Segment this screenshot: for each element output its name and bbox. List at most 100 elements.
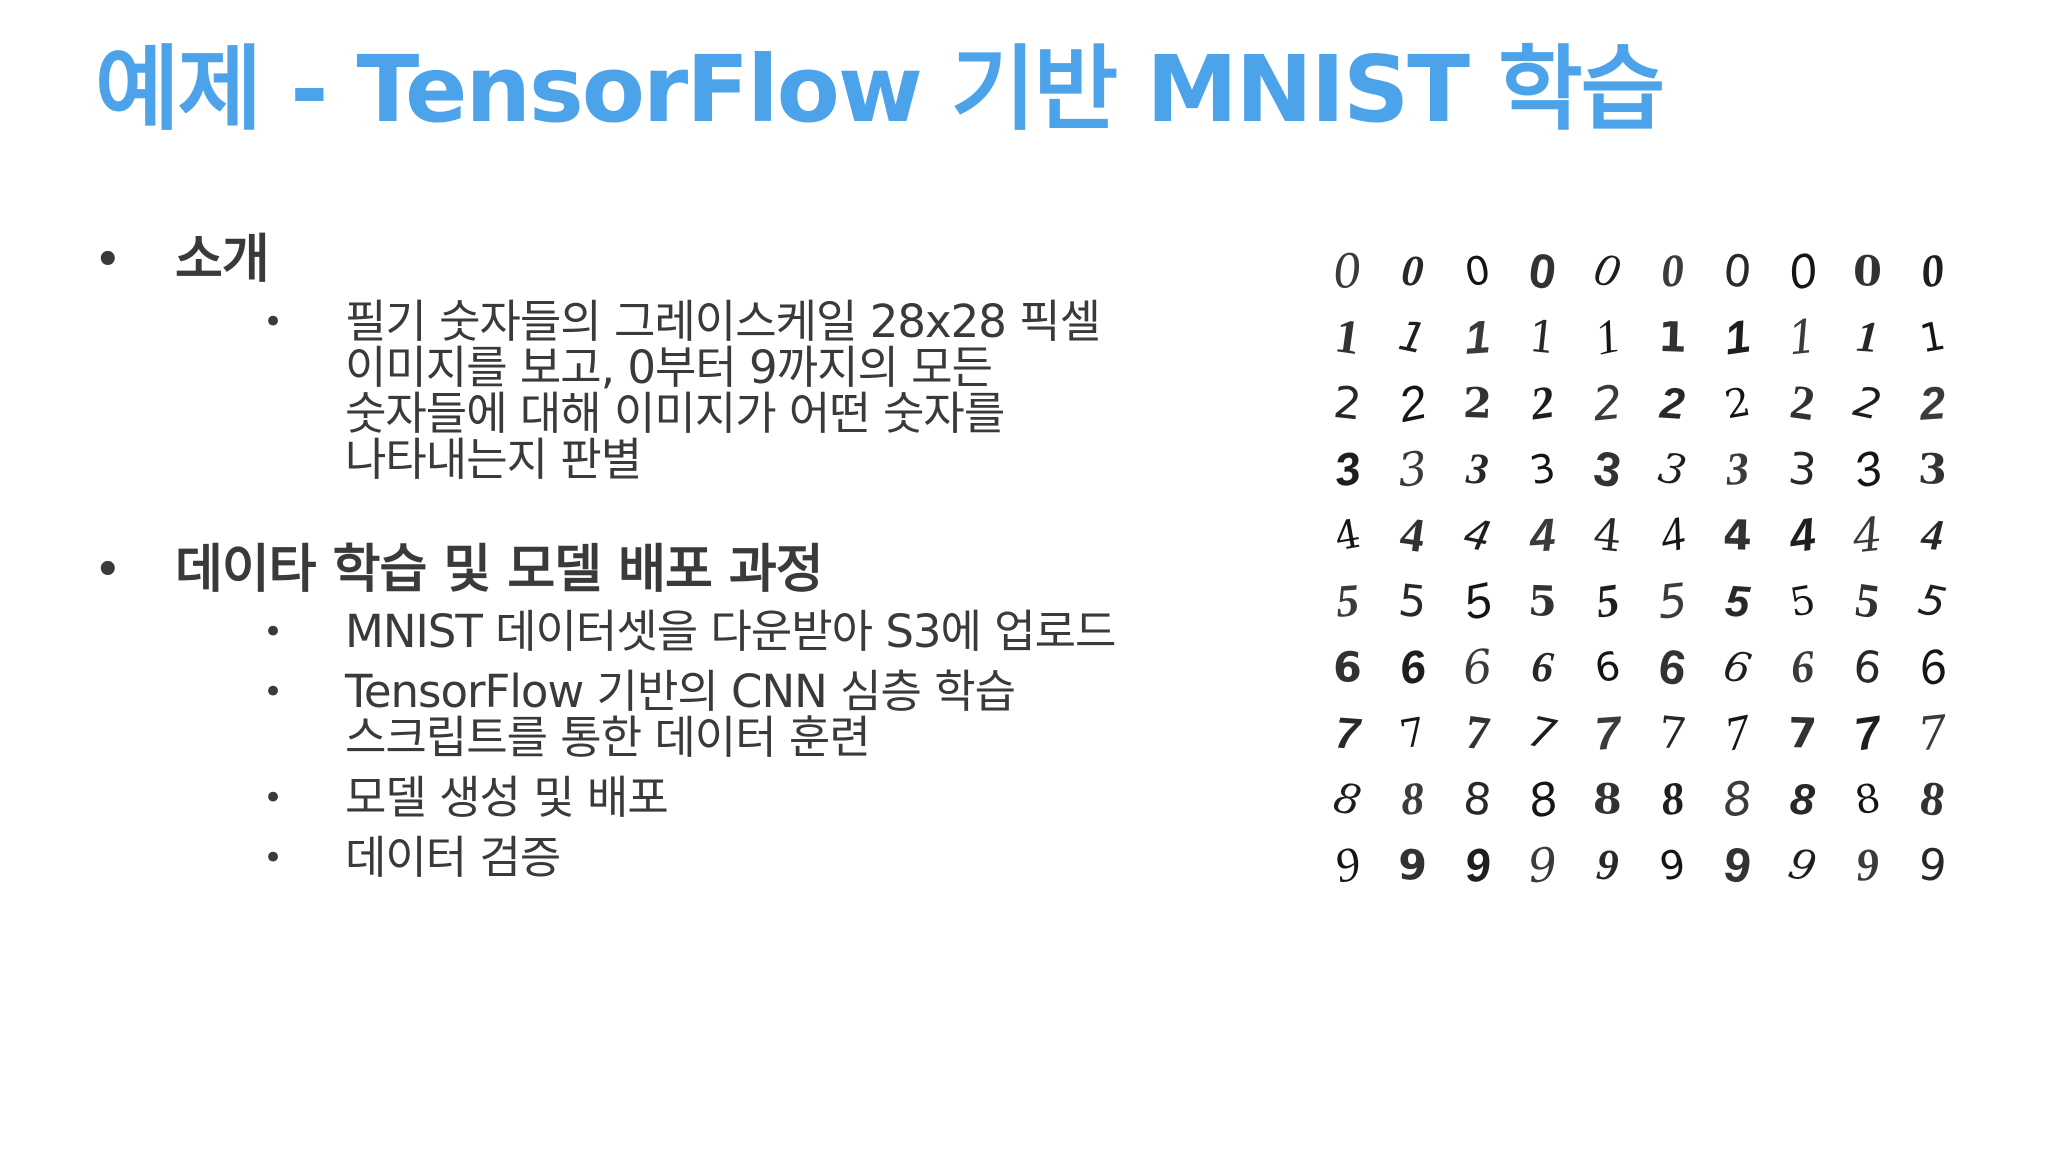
handwritten-digit: 1	[1785, 308, 1820, 366]
handwritten-digit: 9	[1397, 840, 1428, 890]
handwritten-digit: 2	[1330, 376, 1365, 430]
list-item-text: 필기 숫자들의 그레이스케일 28x28 픽셀 이미지를 보고, 0부터 9까지…	[345, 295, 1101, 486]
handwritten-digit: 3	[1464, 443, 1491, 494]
list-item: • 모델 생성 및 배포	[95, 775, 1225, 821]
section-process: • 데이타 학습 및 모델 배포 과정 • MNIST 데이터셋을 다운받아 S…	[95, 535, 1225, 881]
bullet-icon: •	[95, 547, 121, 593]
handwritten-digit: 0	[1330, 242, 1365, 300]
handwritten-digit: 6	[1913, 637, 1952, 697]
handwritten-digit: 9	[1784, 838, 1821, 892]
list-item-text: 모델 생성 및 배포	[345, 771, 669, 824]
bullet-icon: •	[95, 237, 121, 283]
handwritten-digit: 8	[1592, 774, 1623, 824]
handwritten-digit: 9	[1720, 836, 1755, 894]
handwritten-digit: 8	[1788, 773, 1817, 825]
slide-content: • 소개 • 필기 숫자들의 그레이스케일 28x28 픽셀 이미지를 보고, …	[95, 225, 1225, 921]
handwritten-digit: 8	[1851, 774, 1884, 824]
handwritten-digit: 8	[1720, 770, 1755, 828]
handwritten-digit: 4	[1655, 505, 1690, 564]
handwritten-digit: 5	[1395, 574, 1430, 628]
handwritten-digit: 1	[1916, 312, 1949, 362]
handwritten-digit: 6	[1332, 642, 1363, 692]
handwritten-digit: 4	[1527, 508, 1558, 562]
handwritten-digit: 6	[1460, 638, 1495, 696]
handwritten-digit: 2	[1527, 375, 1558, 430]
list-item-text: 데이터 검증	[345, 831, 561, 884]
handwritten-digit: 5	[1723, 575, 1752, 627]
bullet-icon: •	[263, 672, 283, 712]
handwritten-digit: 6	[1655, 638, 1690, 696]
handwritten-digit: 1	[1657, 312, 1688, 362]
handwritten-digit: 3	[1848, 439, 1887, 499]
list-item-text: MNIST 데이터셋을 다운받아 S3에 업로드	[345, 605, 1116, 658]
handwritten-digit: 6	[1850, 640, 1885, 694]
handwritten-digit: 1	[1590, 307, 1625, 366]
handwritten-digit: 7	[1461, 704, 1494, 761]
handwritten-digit: 0	[1783, 241, 1822, 301]
section-heading-text: 데이타 학습 및 모델 배포 과정	[175, 540, 824, 600]
list-item: • 필기 숫자들의 그레이스케일 28x28 픽셀 이미지를 보고, 0부터 9…	[95, 299, 1225, 483]
handwritten-digit: 3	[1331, 441, 1364, 497]
handwritten-digit: 2	[1462, 378, 1493, 428]
handwritten-digit: 2	[1786, 374, 1819, 431]
slide-title: 예제 - TensorFlow 기반 MNIST 학습	[95, 36, 1665, 143]
handwritten-digit: 6	[1396, 639, 1429, 695]
handwritten-digit: 5	[1334, 574, 1361, 627]
handwritten-digit: 9	[1594, 839, 1621, 890]
handwritten-digit: 5	[1851, 572, 1884, 629]
handwritten-digit: 0	[1399, 245, 1426, 296]
handwritten-digit: 8	[1657, 771, 1688, 826]
handwritten-digit: 4	[1919, 509, 1946, 560]
handwritten-digit: 0	[1461, 246, 1494, 296]
sub-bullet-list: • 필기 숫자들의 그레이스케일 28x28 픽셀 이미지를 보고, 0부터 9…	[95, 299, 1225, 483]
handwritten-digit: 2	[1590, 374, 1625, 432]
bullet-icon: •	[263, 612, 283, 652]
bullet-icon: •	[263, 302, 283, 342]
handwritten-digit: 7	[1655, 706, 1690, 760]
section-heading: • 데이타 학습 및 모델 배포 과정	[95, 535, 1225, 605]
handwritten-digit: 5	[1527, 576, 1558, 626]
handwritten-digit: 2	[1917, 376, 1948, 430]
handwritten-digit: 1	[1331, 308, 1364, 365]
handwritten-digit: 8	[1399, 772, 1426, 825]
handwritten-digit: 0	[1659, 244, 1686, 297]
handwritten-digit: 1	[1721, 309, 1754, 365]
handwritten-digit: 1	[1525, 310, 1560, 364]
handwritten-digit: 4	[1331, 510, 1364, 560]
handwritten-digit: 9	[1854, 838, 1881, 891]
handwritten-digit: 5	[1786, 576, 1819, 626]
bullet-icon: •	[263, 778, 283, 818]
handwritten-digit: 0	[1852, 246, 1883, 296]
handwritten-digit: 1	[1854, 311, 1881, 362]
handwritten-digit: 7	[1851, 705, 1884, 761]
section-heading-text: 소개	[175, 230, 270, 290]
handwritten-digit: 2	[1658, 377, 1687, 429]
handwritten-digit: 8	[1916, 770, 1949, 827]
handwritten-digit: 7	[1592, 706, 1623, 760]
handwritten-digit: 5	[1655, 572, 1690, 630]
handwritten-digit: 6	[1529, 641, 1556, 692]
handwritten-digit: 8	[1523, 769, 1562, 829]
handwritten-digit: 7	[1787, 708, 1818, 758]
handwritten-digit: 4	[1590, 508, 1625, 562]
handwritten-digit: 2	[1721, 378, 1754, 428]
handwritten-digit: 9	[1915, 838, 1950, 892]
handwritten-digit: 9	[1461, 837, 1494, 893]
section-heading: • 소개	[95, 225, 1225, 295]
handwritten-digit: 4	[1396, 506, 1429, 563]
handwritten-digit: 0	[1525, 242, 1560, 300]
handwritten-digit: 5	[1592, 573, 1623, 628]
handwritten-digit: 4	[1786, 507, 1819, 563]
handwritten-digit: 2	[1393, 373, 1432, 433]
list-item: • TensorFlow 기반의 CNN 심층 학습 스크립트를 통한 데이터 …	[95, 669, 1225, 761]
handwritten-digit: 3	[1526, 444, 1559, 494]
bullet-icon: •	[263, 838, 283, 878]
